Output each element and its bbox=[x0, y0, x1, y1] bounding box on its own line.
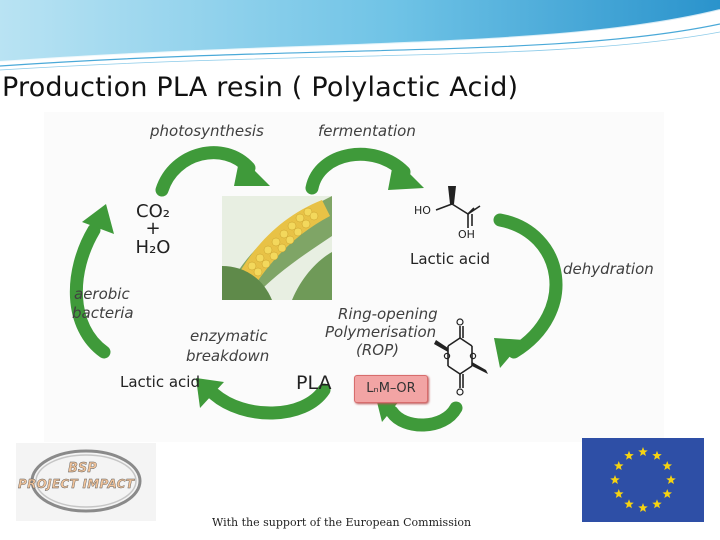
footer-text: With the support of the European Commiss… bbox=[212, 516, 472, 529]
label-lactic-acid-top: Lactic acid bbox=[410, 250, 490, 268]
label-oh: OH bbox=[458, 228, 475, 241]
bsp-logo-line1: BSP bbox=[68, 461, 97, 476]
label-aerobic-line2: bacteria bbox=[72, 304, 134, 322]
catalyst-box: LₙM–OR bbox=[354, 375, 428, 403]
eu-star-icon bbox=[638, 447, 648, 457]
wedge-bond-ring-left bbox=[434, 340, 448, 352]
header-banner bbox=[0, 0, 720, 71]
eu-star-icon bbox=[624, 499, 634, 509]
bsp-project-impact-logo bbox=[16, 443, 156, 521]
corn-image bbox=[222, 196, 332, 300]
bsp-logo-line2: PROJECT IMPACT bbox=[18, 477, 135, 491]
eu-star-icon bbox=[614, 461, 624, 471]
label-fermentation: fermentation bbox=[318, 122, 416, 140]
label-enzymatic-line2: breakdown bbox=[186, 347, 270, 365]
eu-star-icon bbox=[652, 499, 662, 509]
arrow-catalyst bbox=[385, 401, 463, 432]
label-lactic-acid-bottom: Lactic acid bbox=[120, 373, 200, 391]
arrow-enzymatic bbox=[207, 383, 331, 420]
label-dehydration: dehydration bbox=[563, 260, 654, 278]
arrowhead-aerobic bbox=[82, 204, 114, 234]
arrowhead-enzymatic bbox=[196, 378, 224, 408]
label-pla: PLA bbox=[296, 372, 332, 394]
label-enzymatic-line1: enzymatic bbox=[190, 327, 268, 345]
eu-star-icon bbox=[638, 503, 648, 513]
eu-flag bbox=[582, 438, 704, 522]
eu-star-icon bbox=[652, 450, 662, 460]
label-rop-line2: Polymerisation bbox=[325, 323, 437, 341]
eu-star-icon bbox=[624, 450, 634, 460]
slide-title: Production PLA resin ( Polylactic Acid) bbox=[2, 72, 519, 103]
arrowhead-fermentation bbox=[388, 158, 424, 190]
eu-star-icon bbox=[662, 461, 672, 471]
eu-star-icon bbox=[614, 489, 624, 499]
arrowhead-dehydration bbox=[494, 338, 524, 368]
label-co2: CO₂ bbox=[136, 201, 170, 222]
wedge-bond-ring-right bbox=[472, 362, 488, 374]
arrow-dehydration bbox=[493, 213, 563, 359]
label-ho: HO bbox=[414, 204, 431, 217]
label-rop-line3: (ROP) bbox=[356, 341, 399, 359]
arrowhead-photosynthesis bbox=[234, 156, 270, 186]
label-plus: + bbox=[145, 218, 161, 239]
label-photosynthesis: photosynthesis bbox=[150, 122, 264, 140]
arrowhead-catalyst bbox=[376, 398, 400, 422]
label-h2o: H₂O bbox=[135, 237, 171, 258]
eu-star-icon bbox=[662, 489, 672, 499]
label-rop-line1: Ring-opening bbox=[338, 305, 438, 323]
eu-star-icon bbox=[666, 475, 676, 485]
arrow-aerobic bbox=[69, 223, 111, 359]
eu-star-icon bbox=[610, 475, 620, 485]
label-aerobic-line1: aerobic bbox=[74, 285, 130, 303]
wedge-bond-top bbox=[448, 186, 456, 204]
